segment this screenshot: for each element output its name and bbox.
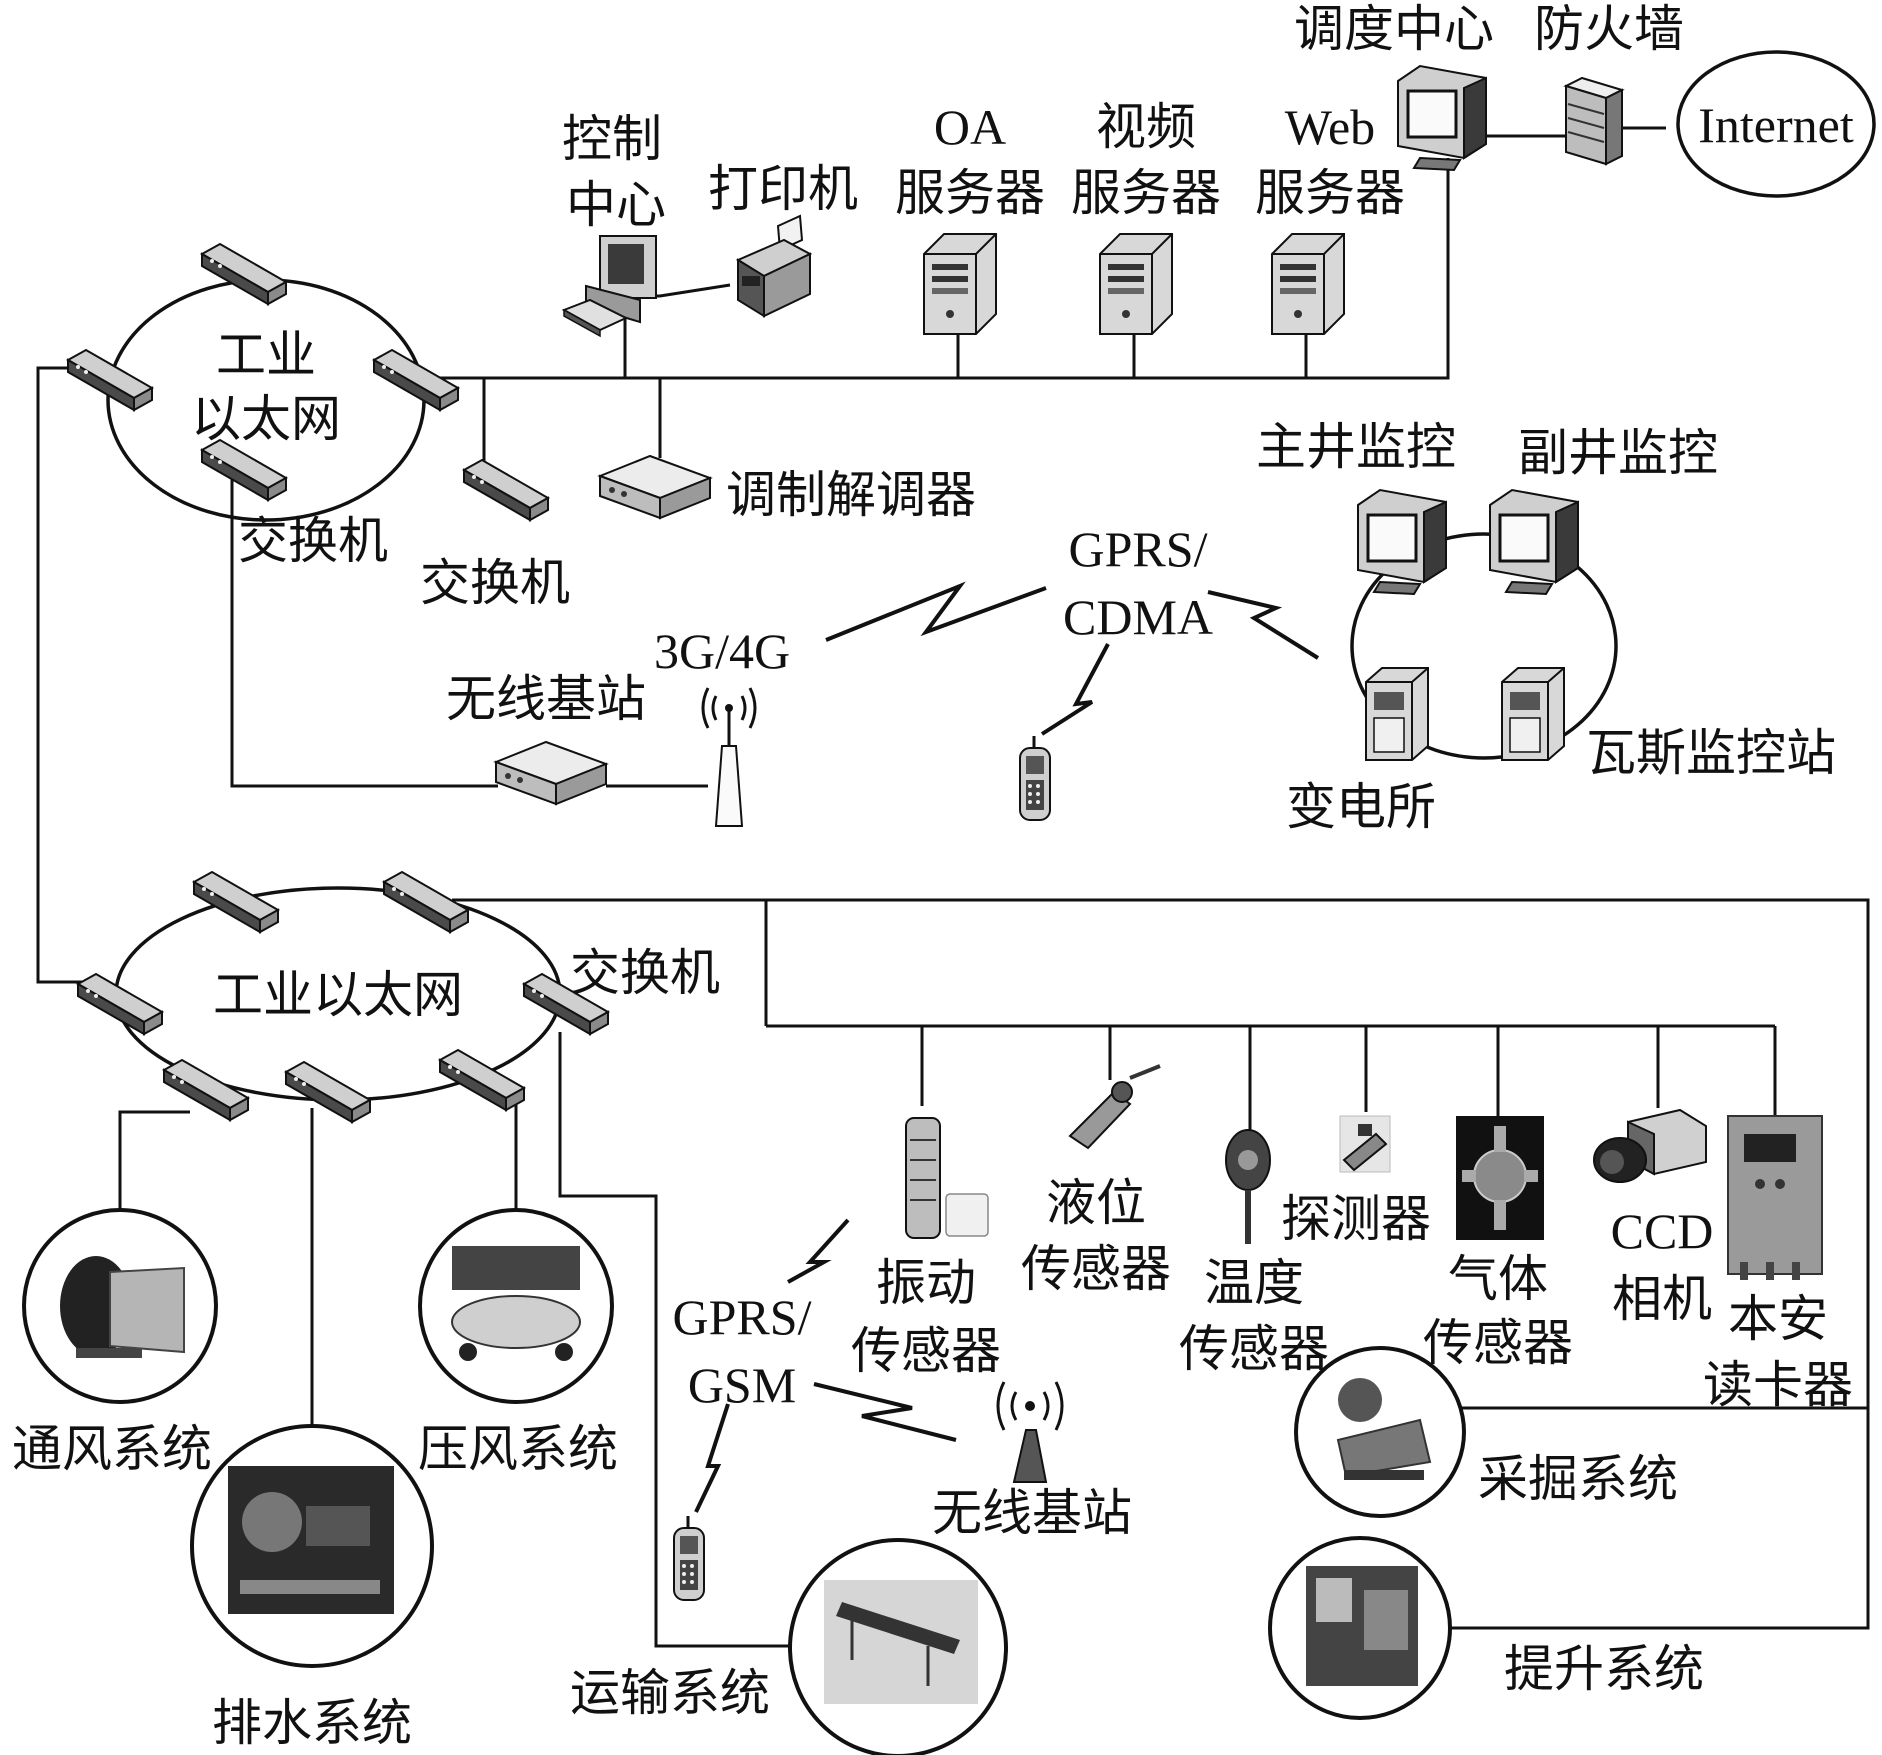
card-reader-label: 本安	[1728, 1291, 1828, 1347]
vibration-sensor-label: 振动	[876, 1255, 976, 1311]
web-server-label: Web	[1285, 99, 1375, 155]
industrial-ethernet-label: 以太网	[191, 391, 341, 447]
gas-sensor-icon	[1456, 1116, 1544, 1240]
wireless-base-label: 无线基站	[446, 671, 646, 727]
firewall-label: 防火墙	[1534, 1, 1684, 57]
drainage-system-icon	[190, 1424, 434, 1668]
switch-label: 交换机	[238, 513, 388, 569]
wireless-link-bolt	[787, 1218, 850, 1284]
industrial-ethernet-label: 工业以太网	[213, 967, 463, 1023]
switch-label: 交换机	[570, 945, 720, 1001]
detector-label: 探测器	[1281, 1191, 1431, 1247]
computer-icon	[561, 235, 657, 338]
mobile-phone-icon	[672, 1514, 706, 1602]
mobile-phone-icon	[1018, 734, 1052, 822]
ventilation-label: 通风系统	[12, 1421, 212, 1477]
gas-station-label: 瓦斯监控站	[1586, 725, 1836, 781]
gas-sensor-label: 传感器	[1423, 1315, 1573, 1371]
drainage-label: 排水系统	[212, 1695, 412, 1751]
control-center-label: 中心	[566, 177, 666, 233]
printer-label: 打印机	[708, 161, 858, 217]
video-server-label: 视频	[1096, 99, 1196, 155]
switch-icon	[193, 871, 279, 933]
gas-sensor-label: 气体	[1448, 1251, 1548, 1307]
switch-label: 交换机	[420, 555, 570, 611]
switch-icon	[67, 349, 153, 411]
internet-label: Internet	[1698, 97, 1854, 153]
wireless-link-bolt	[1207, 590, 1320, 660]
switch-icon	[285, 1061, 371, 1123]
switch-icon	[463, 459, 549, 521]
internet-cloud	[1676, 50, 1876, 198]
server-icon	[1365, 667, 1429, 761]
hoisting-system-icon	[1268, 1536, 1452, 1720]
main-shaft-monitor-label: 主井监控	[1256, 419, 1456, 475]
mining-system-icon	[1294, 1346, 1466, 1518]
switch-icon	[383, 871, 469, 933]
wireless-link-bolt	[813, 1382, 957, 1442]
gprs-cdma-label: CDMA	[1063, 589, 1213, 645]
gprs-cdma-label: GPRS/	[1069, 521, 1208, 577]
switch-icon	[77, 973, 163, 1035]
ccd-camera-label: CCD	[1611, 1203, 1714, 1259]
monitor-icon	[1396, 64, 1488, 172]
vibration-sensor-icon	[905, 1117, 989, 1239]
monitor-icon	[1488, 488, 1580, 596]
industrial-ethernet-label: 工业	[216, 327, 316, 383]
wireless-link-bolt	[1040, 643, 1110, 736]
wireless-link-bolt	[825, 581, 1047, 642]
vibration-sensor-label: 传感器	[851, 1323, 1001, 1379]
transport-label: 运输系统	[570, 1665, 770, 1721]
card-reader-label: 读卡器	[1703, 1357, 1853, 1413]
dispatch-center-label: 调度中心	[1294, 1, 1494, 57]
monitoring-ring	[1350, 532, 1618, 760]
gprs-gsm-label: GPRS/	[673, 1289, 812, 1345]
detector-icon	[1339, 1115, 1391, 1173]
substation-label: 变电所	[1286, 779, 1436, 835]
server-icon	[923, 233, 997, 335]
wireless-link-bolt	[694, 1403, 730, 1513]
server-icon	[1271, 233, 1345, 335]
modem-icon	[599, 455, 711, 519]
ccd-camera-icon	[1593, 1108, 1707, 1183]
gprs-gsm-label: GSM	[688, 1357, 796, 1413]
card-reader-icon	[1727, 1115, 1823, 1280]
level-sensor-label: 传感器	[1021, 1241, 1171, 1297]
compressed-air-label: 压风系统	[418, 1421, 618, 1477]
level-sensor-label: 液位	[1046, 1175, 1146, 1231]
network-cables	[36, 126, 1870, 1648]
antenna-icon	[701, 687, 757, 827]
compressed-air-system-icon	[418, 1208, 614, 1404]
antenna-icon	[996, 1381, 1064, 1483]
firewall-icon	[1563, 76, 1625, 166]
video-server-label: 服务器	[1071, 165, 1221, 221]
monitor-icon	[1356, 488, 1448, 596]
level-sensor-icon	[1068, 1064, 1161, 1150]
oa-server-label: 服务器	[895, 165, 1045, 221]
server-icon	[1099, 233, 1173, 335]
hoisting-label: 提升系统	[1504, 1641, 1704, 1697]
temperature-sensor-label: 传感器	[1179, 1321, 1329, 1377]
modem-icon	[495, 741, 607, 805]
temperature-sensor-label: 温度	[1204, 1255, 1304, 1311]
transport-system-icon	[788, 1538, 1008, 1755]
3g4g-label: 3G/4G	[654, 623, 790, 679]
server-icon	[1501, 667, 1565, 761]
oa-server-label: OA	[934, 99, 1006, 155]
ccd-camera-label: 相机	[1612, 1271, 1712, 1327]
temperature-sensor-icon	[1225, 1129, 1271, 1244]
printer-icon	[735, 214, 813, 318]
aux-shaft-monitor-label: 副井监控	[1518, 425, 1718, 481]
control-center-label: 控制	[562, 111, 662, 167]
modem-label: 调制解调器	[726, 467, 976, 523]
wireless-base-label: 无线基站	[932, 1485, 1132, 1541]
web-server-label: 服务器	[1255, 165, 1405, 221]
ventilation-system-icon	[22, 1208, 218, 1404]
switch-icon	[201, 439, 287, 501]
mining-label: 采掘系统	[1478, 1451, 1678, 1507]
switch-icon	[201, 243, 287, 305]
